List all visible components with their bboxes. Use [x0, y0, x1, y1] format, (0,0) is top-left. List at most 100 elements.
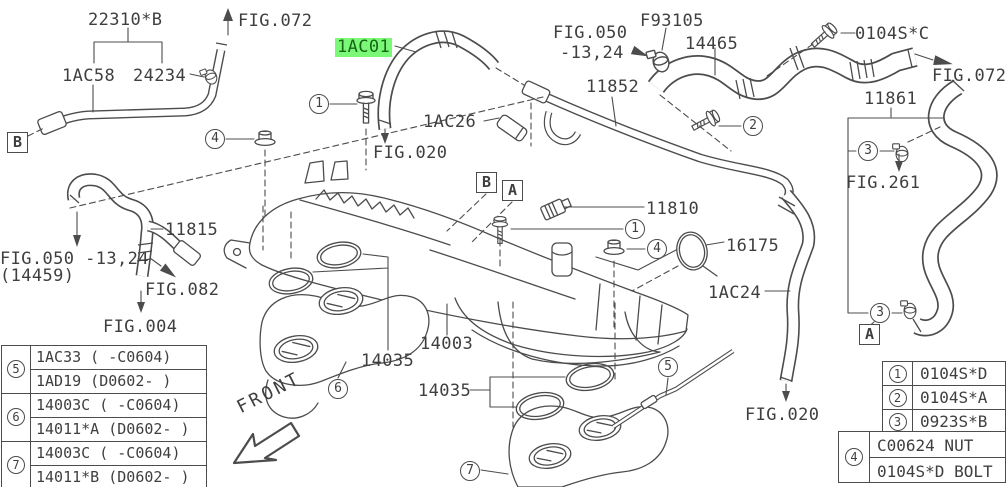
callout-7: 7 — [460, 461, 480, 481]
throttle-bore — [318, 286, 364, 316]
table-cell-part[interactable]: 0104S*A — [920, 388, 988, 408]
callout-1: 1 — [309, 94, 329, 114]
front-arrow-icon — [232, 421, 301, 465]
fig-ref-072-topleft[interactable]: FIG.072 — [238, 11, 313, 31]
gasket-ring — [268, 267, 314, 295]
table-cell-part[interactable]: C00624 NUT — [877, 436, 974, 455]
fig-ref-020-top[interactable]: FIG.020 — [373, 143, 448, 163]
fig-ref-050-left[interactable]: FIG.050 -13,24 — [0, 249, 149, 269]
arrow-right-icon — [933, 55, 953, 66]
arrow-right-icon — [159, 263, 177, 278]
intake-manifold — [223, 160, 689, 367]
pipe-1ac58 — [37, 42, 228, 136]
fig-arrows — [73, 8, 953, 402]
bolt-icon — [356, 90, 376, 124]
part-label-11861[interactable]: 11861 — [864, 89, 918, 109]
oring-16175 — [676, 231, 708, 271]
throttle-bore — [273, 334, 319, 364]
table-cell-part[interactable]: 0923S*B — [920, 412, 988, 432]
gasket-ring — [316, 241, 362, 269]
hose-14465 — [656, 45, 915, 99]
hose-clamp-icon — [892, 143, 909, 163]
table-group-6: 6 14003C ( -C0604) 14011*A (D0602- ) — [2, 392, 206, 441]
part-label-1ac01-highlighted[interactable]: 1AC01 — [335, 37, 393, 57]
fastener-table-right: 1 0104S*D 2 0104S*A 3 0923S*B — [882, 361, 1006, 435]
part-label-11810[interactable]: 11810 — [646, 199, 700, 219]
hose-11815 — [70, 180, 201, 276]
arrow-down-icon — [895, 161, 903, 172]
table-cell-part[interactable]: 14011*B (D0602- ) — [31, 464, 206, 487]
throttle-body-rear — [508, 362, 669, 487]
fastener-table-group4: 4 C00624 NUT 0104S*D BOLT — [838, 431, 1006, 483]
fig-ref-050-top-line1[interactable]: FIG.050 — [553, 23, 628, 43]
table-cell-part[interactable]: 1AC33 ( -C0604) — [36, 348, 172, 366]
callout-3: 3 — [888, 412, 907, 431]
fig-ref-020-bottomright[interactable]: FIG.020 — [745, 405, 820, 425]
arrow-down-icon — [73, 235, 81, 247]
table-cell-part[interactable]: 0104S*D — [920, 364, 988, 383]
fig-ref-082[interactable]: FIG.082 — [145, 280, 220, 300]
ref-box-b: B — [7, 132, 28, 153]
part-label-22310b[interactable]: 22310*B — [88, 10, 163, 30]
part-label-f93105[interactable]: F93105 — [640, 11, 704, 31]
part-label-14003[interactable]: 14003 — [420, 334, 474, 354]
part-label-1ac26[interactable]: 1AC26 — [423, 112, 477, 132]
arrow-up-icon — [223, 8, 233, 21]
callout-2: 2 — [888, 388, 907, 407]
table-group-7: 7 14003C ( -C0604) 14011*B (D0602- ) — [2, 440, 206, 487]
callout-2: 2 — [743, 116, 763, 136]
table-cell-part[interactable]: 0104S*D BOLT — [870, 457, 1005, 482]
arrow-down-icon — [782, 391, 790, 402]
arrow-down-icon — [137, 302, 145, 313]
fig-ref-261[interactable]: FIG.261 — [846, 173, 921, 193]
callout-6: 6 — [7, 408, 25, 427]
callout-4: 4 — [845, 448, 863, 466]
applicability-table-left: 5 1AC33 ( -C0604) 1AD19 (D0602- ) 6 1400… — [1, 345, 207, 487]
pipe-vacuum-thin — [613, 351, 733, 427]
gasket-ring — [515, 391, 565, 421]
throttle-body-front — [259, 241, 430, 419]
part-label-14035-rear[interactable]: 14035 — [418, 381, 472, 401]
ref-box-a: A — [502, 180, 523, 201]
table-group-5: 5 1AC33 ( -C0604) 1AD19 (D0602- ) — [2, 346, 206, 393]
part-label-16175[interactable]: 16175 — [726, 236, 780, 256]
table-row: 1 0104S*D — [883, 362, 1005, 386]
callout-1: 1 — [625, 219, 645, 239]
part-label-14465[interactable]: 14465 — [685, 34, 739, 54]
arrow-down-icon — [381, 133, 389, 144]
part-label-11852[interactable]: 11852 — [586, 77, 640, 97]
flange-nut-icon — [603, 239, 625, 256]
ref-box-a: A — [859, 324, 880, 345]
callout-6: 6 — [328, 379, 348, 399]
part-1ac26-sleeve — [496, 114, 528, 142]
sensor-11810 — [540, 197, 572, 221]
arrow-right-icon — [630, 45, 649, 57]
callout-1: 1 — [888, 364, 907, 383]
table-cell-part[interactable]: 14003C ( -C0604) — [36, 443, 181, 462]
part-label-14459[interactable]: (14459) — [0, 266, 75, 286]
callout-5: 5 — [7, 360, 25, 379]
fig-ref-050-top-line2[interactable]: -13,24 — [560, 43, 624, 63]
callout-4: 4 — [647, 239, 667, 259]
part-label-14035-front[interactable]: 14035 — [361, 351, 415, 371]
part-label-0104s-c[interactable]: 0104S*C — [855, 24, 930, 44]
construction-lines — [27, 43, 941, 428]
callout-5: 5 — [658, 357, 678, 377]
part-label-1ac24[interactable]: 1AC24 — [708, 283, 762, 303]
callout-7: 7 — [7, 455, 25, 474]
bolt-icon — [806, 19, 841, 53]
hose-clamp-icon — [900, 300, 917, 320]
ref-box-b: B — [476, 172, 497, 193]
table-cell-part[interactable]: 1AD19 (D0602- ) — [31, 369, 206, 392]
table-cell-part[interactable]: 14011*A (D0602- ) — [31, 417, 206, 440]
part-label-1ac58[interactable]: 1AC58 — [62, 66, 116, 86]
fig-ref-004[interactable]: FIG.004 — [103, 317, 178, 337]
callout-4: 4 — [205, 129, 225, 149]
table-cell-part[interactable]: 14003C ( -C0604) — [36, 395, 181, 414]
part-label-11815[interactable]: 11815 — [165, 220, 219, 240]
part-label-24234[interactable]: 24234 — [133, 66, 187, 86]
fig-ref-072-right[interactable]: FIG.072 — [932, 66, 1007, 86]
hose-1ac24 — [777, 194, 809, 381]
